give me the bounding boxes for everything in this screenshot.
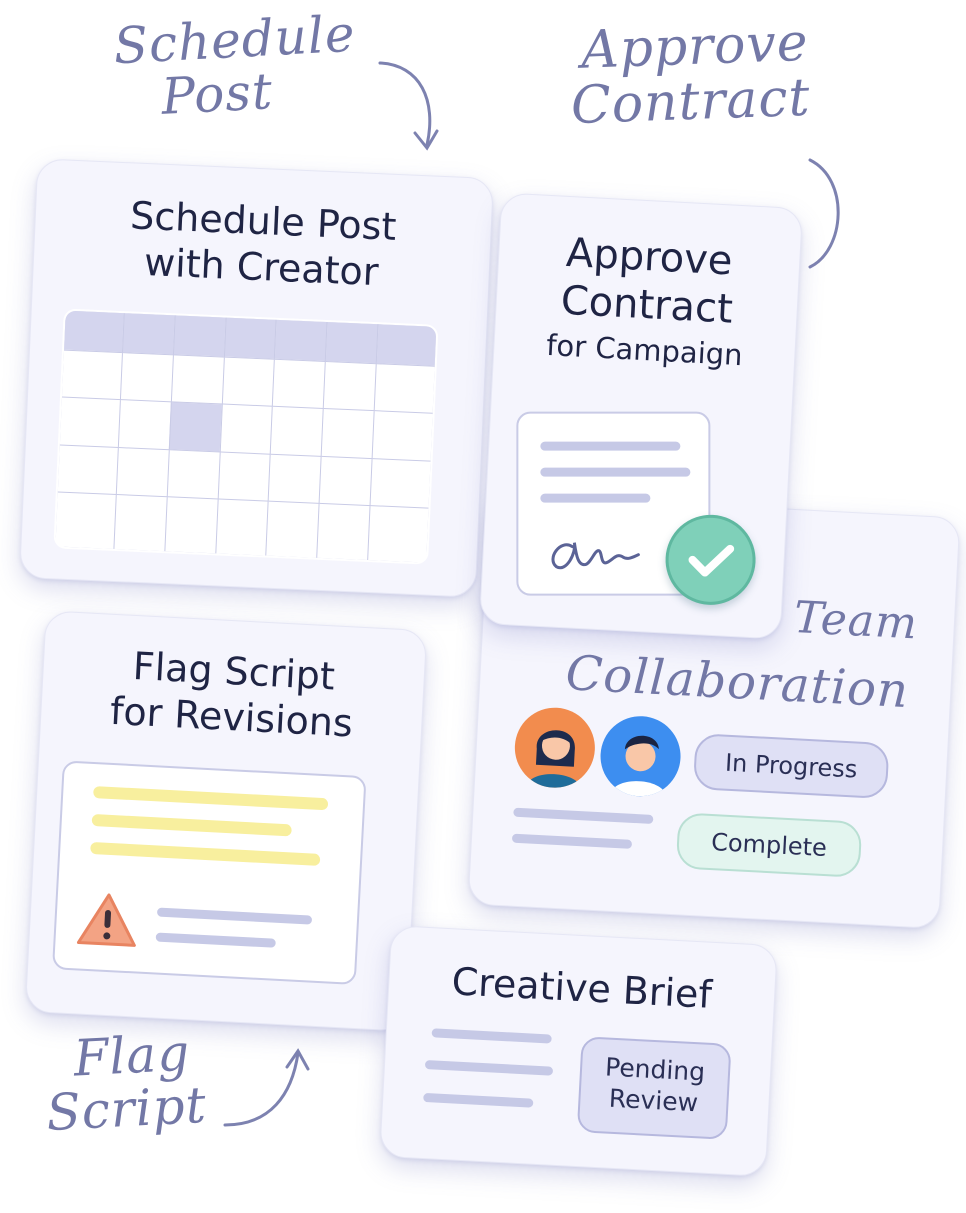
calendar-day-cell[interactable] [367,505,430,564]
calendar-day-cell[interactable] [321,408,375,459]
calendar-day-cell[interactable] [221,356,275,407]
calendar-day-cell[interactable] [56,444,119,495]
script-document [52,760,367,986]
flag-card-title: Flag Script for Revisions [40,639,424,750]
calendar-header-cell [223,316,277,359]
calendar-day-cell[interactable] [272,358,326,409]
calendar-day-cell[interactable] [374,363,436,414]
approve-contract-card[interactable]: Approve Contract for Campaign [478,192,804,640]
contract-text-line [540,493,651,503]
calendar-day-cell[interactable] [372,410,434,461]
calendar-day-cell[interactable] [217,451,271,502]
contract-text-line [540,441,681,451]
calendar-day-cell[interactable] [113,494,167,553]
calendar-day-cell[interactable] [316,503,371,562]
text-placeholder-line [431,1028,552,1044]
annotation-approve-contract: Approve Contract [568,13,812,136]
annotation-flag-script: Flag Script [42,1024,209,1142]
schedule-post-card[interactable]: Schedule Post with Creator [19,158,494,598]
brief-card-title: Creative Brief [450,959,713,1017]
calendar-day-cell[interactable] [58,397,121,448]
calendar-header-cell [325,321,379,364]
calendar-day-cell[interactable] [118,399,172,450]
calendar-day-cell[interactable] [219,404,273,454]
contract-text-line [540,467,691,477]
warning-triangle-icon [76,893,136,947]
text-placeholder-line [424,1059,554,1076]
calendar-day-cell[interactable] [60,349,123,400]
calendar-day-cell[interactable] [171,354,224,405]
calendar-day-cell[interactable] [215,498,269,557]
calendar-day-cell[interactable] [120,352,174,402]
avatar-woman-icon [512,705,597,790]
status-badge-in-progress: In Progress [692,733,890,800]
calendar-header-cell [122,312,175,355]
text-placeholder-line [156,907,313,925]
calendar-header-cell [63,309,125,353]
team-collaboration-card[interactable]: Team Collaboration In Progress Complete [467,492,961,930]
approve-card-title: Approve Contract for Campaign [494,225,801,375]
flag-script-card[interactable]: Flag Script for Revisions [24,610,428,1032]
calendar-header-cell [274,318,328,361]
annotation-flag-line-2: Script [44,1075,209,1142]
calendar-header-cell [173,314,226,357]
annotation-team: Team [792,592,920,650]
highlighted-line [93,786,329,811]
text-placeholder-line [155,932,276,948]
creative-brief-card[interactable]: Creative Brief Pending Review [379,925,778,1177]
curve-to-approve-icon [808,158,840,269]
calendar-day-cell[interactable] [319,455,373,506]
calendar-day-cell[interactable] [266,501,320,559]
annotation-collaboration: Collaboration [564,645,911,720]
annotation-approve-line-2: Contract [569,67,812,136]
highlighted-line [91,813,292,837]
badge-line-2: Review [608,1083,699,1118]
text-placeholder-line [423,1092,534,1108]
calendar-day-cell-selected[interactable] [168,401,222,452]
check-circle-icon [663,512,758,608]
calendar-day-cell[interactable] [166,449,220,499]
annotation-schedule-line-2: Post [159,61,275,126]
signature-icon [551,542,640,570]
calendar-header-cell [376,323,438,366]
calendar-day-cell[interactable] [164,496,218,555]
text-placeholder-line [511,833,633,849]
calendar-day-cell[interactable] [370,458,432,509]
calendar-day-cell[interactable] [268,453,322,504]
annotation-schedule-post: Schedule Post [112,5,359,126]
highlighted-line [90,841,321,866]
contract-document-icon [516,411,711,596]
arrow-to-schedule-icon [378,61,439,151]
calendar-day-cell[interactable] [116,447,169,497]
calendar-day-cell[interactable] [270,406,324,456]
schedule-card-title: Schedule Post with Creator [33,189,492,300]
calendar-day-cell[interactable] [323,360,377,411]
calendar-day-cell[interactable] [54,491,117,550]
arrow-to-flag-icon [223,1048,310,1127]
status-badge-pending-review: Pending Review [576,1036,732,1140]
text-placeholder-line [513,807,654,824]
status-badge-complete: Complete [675,812,863,878]
avatar-man-icon [598,714,683,799]
calendar-icon [53,308,439,565]
